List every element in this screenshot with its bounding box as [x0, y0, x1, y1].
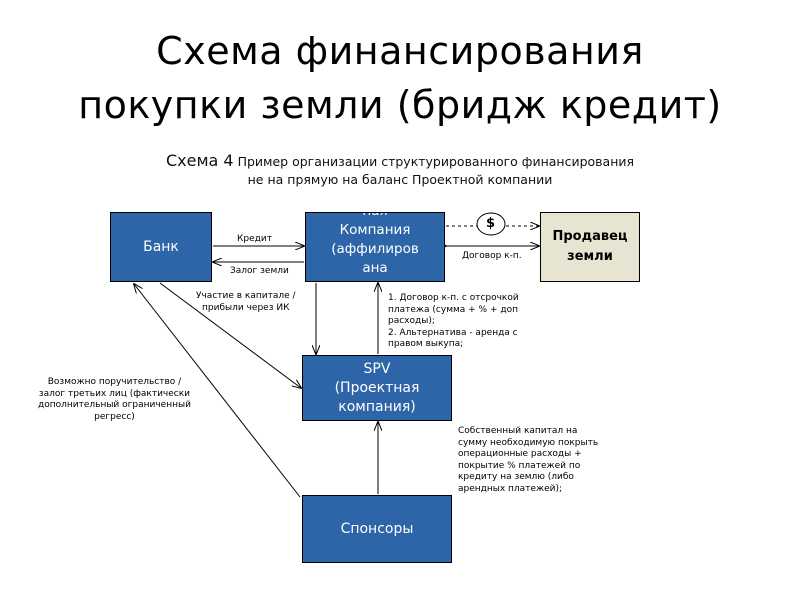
participation-label: Участие в капитале / прибыли через ИК: [196, 291, 296, 314]
sponsors-to-bank-arrow: [134, 284, 301, 498]
contract-notes: 1. Договор к-п. с отсрочкой платежа (сум…: [388, 293, 519, 351]
bank-to-spv-arrow: [159, 282, 301, 388]
project-company-line-3: (аффилиров: [331, 241, 419, 257]
seller-line-1: Продавец: [552, 229, 628, 244]
spv-line-3: компания): [338, 398, 416, 415]
dollar-icon-circle: [476, 212, 506, 236]
spv-line-1: SPV: [363, 360, 391, 377]
guarantee-line-1: Возможно поручительство /: [47, 377, 182, 387]
equity-line-1: Собственный капитал на: [458, 426, 578, 436]
participation-line-1: Участие в капитале /: [196, 291, 296, 301]
guarantee-line-2: залог третьих лиц (фактически: [38, 388, 191, 399]
equity-line-3: операционные расходы +: [458, 449, 582, 459]
bank-label: Банк: [143, 239, 179, 255]
sponsors-label: Спонсоры: [340, 521, 414, 537]
contract-notes-line-2: платежа (сумма + % + доп: [388, 304, 518, 315]
seller-line-2: земли: [567, 249, 613, 264]
equity-line-5: кредиту на землю (либо: [458, 472, 574, 482]
caption-line-1: Пример организации структурированного фи…: [233, 154, 635, 169]
equity-note: Собственный капитал на сумму необходимую…: [458, 426, 598, 495]
equity-line-2: сумму необходимую покрыть: [458, 437, 599, 448]
guarantee-note: Возможно поручительство / залог третьих …: [38, 377, 191, 423]
participation-line-2: прибыли через ИК: [202, 302, 290, 313]
scheme-number: Схема 4: [165, 151, 234, 170]
dollar-icon: $: [486, 216, 496, 231]
land-pledge-label: Залог земли: [230, 266, 289, 276]
credit-label: Кредит: [237, 234, 272, 244]
contract-notes-line-1: 1. Договор к-п. с отсрочкой: [388, 293, 519, 303]
contract-notes-line-5: правом выкупа;: [388, 339, 464, 349]
spv-line-2: (Проектная: [334, 379, 420, 396]
project-company-line-1: ная: [331, 213, 419, 221]
project-company-box: ная Компания (аффилиров ана: [305, 212, 445, 282]
seller-box: Продавец земли: [540, 212, 640, 282]
guarantee-line-3: дополнительный ограниченный: [38, 400, 191, 410]
slide-title: Схема финансирования покупки земли (брид…: [0, 24, 800, 132]
bank-box: Банк: [110, 212, 212, 282]
contract-notes-line-3: расходы);: [388, 316, 435, 326]
project-company-line-2: Компания: [339, 222, 411, 238]
sale-contract-label: Договор к-п.: [462, 251, 522, 261]
caption-line-2: не на прямую на баланс Проектной компани…: [247, 172, 553, 187]
guarantee-line-4: регресс): [94, 411, 135, 422]
equity-line-4: покрытие % платежей по: [458, 460, 581, 471]
equity-line-6: арендных платежей);: [458, 483, 563, 494]
sponsors-box: Спонсоры: [302, 495, 452, 563]
diagram-caption: Схема 4 Пример организации структурирова…: [100, 152, 700, 189]
project-company-line-4: ана: [362, 260, 388, 276]
spv-box: SPV (Проектная компания): [302, 355, 452, 421]
contract-notes-line-4: 2. Альтернатива - аренда с: [388, 327, 518, 338]
title-line-1: Схема финансирования: [156, 29, 644, 73]
title-line-2: покупки земли (бридж кредит): [78, 83, 722, 127]
